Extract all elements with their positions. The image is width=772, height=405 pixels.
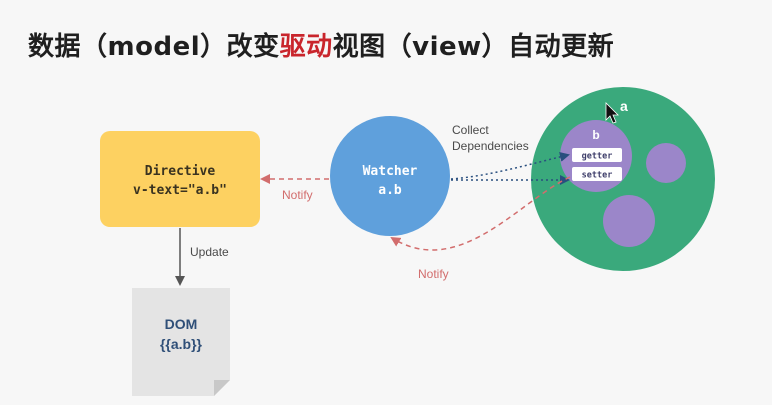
property-node-2 xyxy=(646,143,686,183)
setter-label: setter xyxy=(582,171,613,181)
title-part-2: 视图（view）自动更新 xyxy=(332,32,615,62)
dom-node: DOM {{a.b}} xyxy=(132,288,230,396)
property-b-label: b xyxy=(592,128,599,142)
notify-directive-label: Notify xyxy=(282,188,313,202)
getter-badge xyxy=(572,148,622,162)
directive-expression: v-text="a.b" xyxy=(133,183,227,198)
getter-label: getter xyxy=(582,152,613,162)
notify-watcher-arrow xyxy=(390,176,571,251)
collect-getter-arrow xyxy=(450,151,570,180)
dom-title: DOM xyxy=(165,316,198,332)
update-label: Update xyxy=(190,245,229,259)
page-title: 数据（model）改变驱动视图（view）自动更新 xyxy=(28,26,614,63)
watcher-title: Watcher xyxy=(363,164,418,179)
property-node-3 xyxy=(603,195,655,247)
title-part-1: 数据（model）改变 xyxy=(28,32,280,62)
data-object-label: a xyxy=(620,98,628,114)
notify-watcher-label: Notify xyxy=(418,267,449,281)
title-highlight: 驱动 xyxy=(279,32,333,62)
setter-badge xyxy=(572,167,622,181)
watcher-expression: a.b xyxy=(378,183,402,198)
cursor-icon xyxy=(605,102,619,124)
directive-node: Directive v-text="a.b" xyxy=(100,131,260,227)
directive-title: Directive xyxy=(145,164,216,179)
dom-template: {{a.b}} xyxy=(160,336,203,352)
collect-label-line2: Dependencies xyxy=(452,139,529,153)
watcher-node: Watcher a.b xyxy=(330,116,450,236)
collect-label-line1: Collect xyxy=(452,123,489,137)
data-object-node: a b getter setter xyxy=(531,87,715,271)
